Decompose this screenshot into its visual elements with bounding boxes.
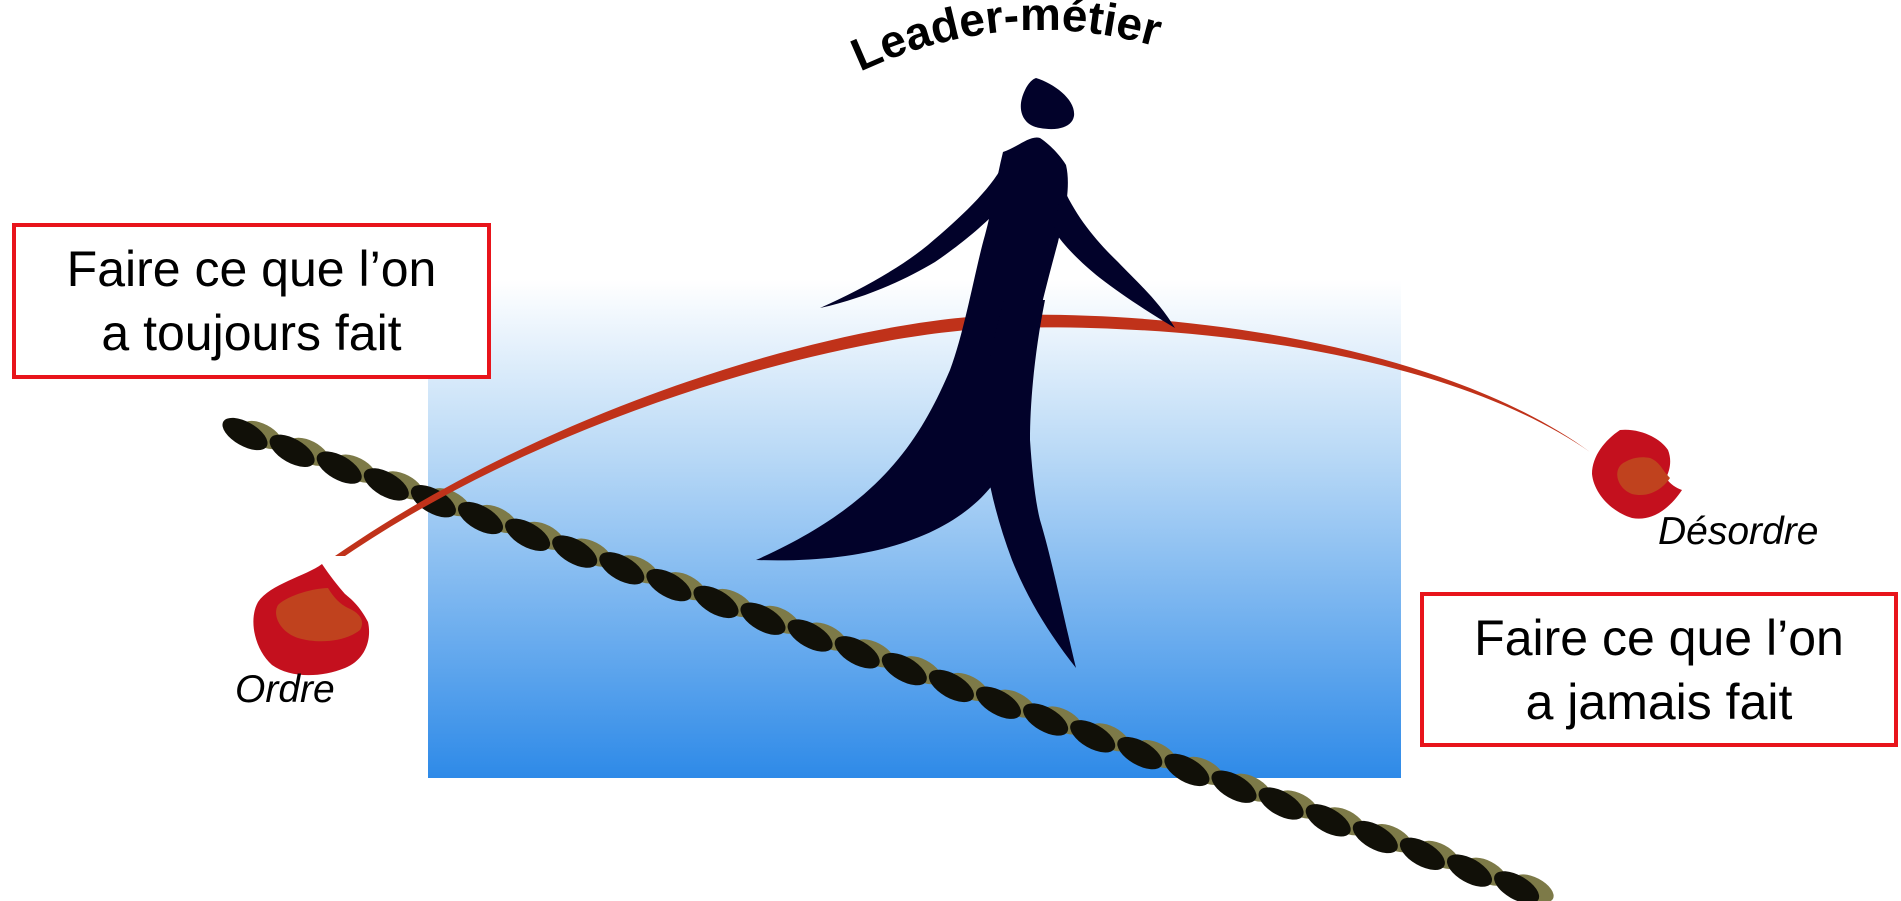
desordre-label: Désordre: [1658, 510, 1818, 554]
right-box-line-2: a jamais fait: [1474, 670, 1844, 734]
left-box-line-1: Faire ce que l’on: [67, 237, 437, 301]
ordre-label: Ordre: [235, 668, 335, 712]
right-box-line-1: Faire ce que l’on: [1474, 606, 1844, 670]
right-statement-box: Faire ce que l’on a jamais fait: [1420, 592, 1898, 747]
title-leader-metier: Leader-métier: [843, 0, 1167, 81]
left-box-line-2: a toujours fait: [67, 301, 437, 365]
ordre-ball: [253, 564, 369, 675]
left-statement-box: Faire ce que l’on a toujours fait: [12, 223, 491, 379]
desordre-ball: [1592, 430, 1682, 519]
